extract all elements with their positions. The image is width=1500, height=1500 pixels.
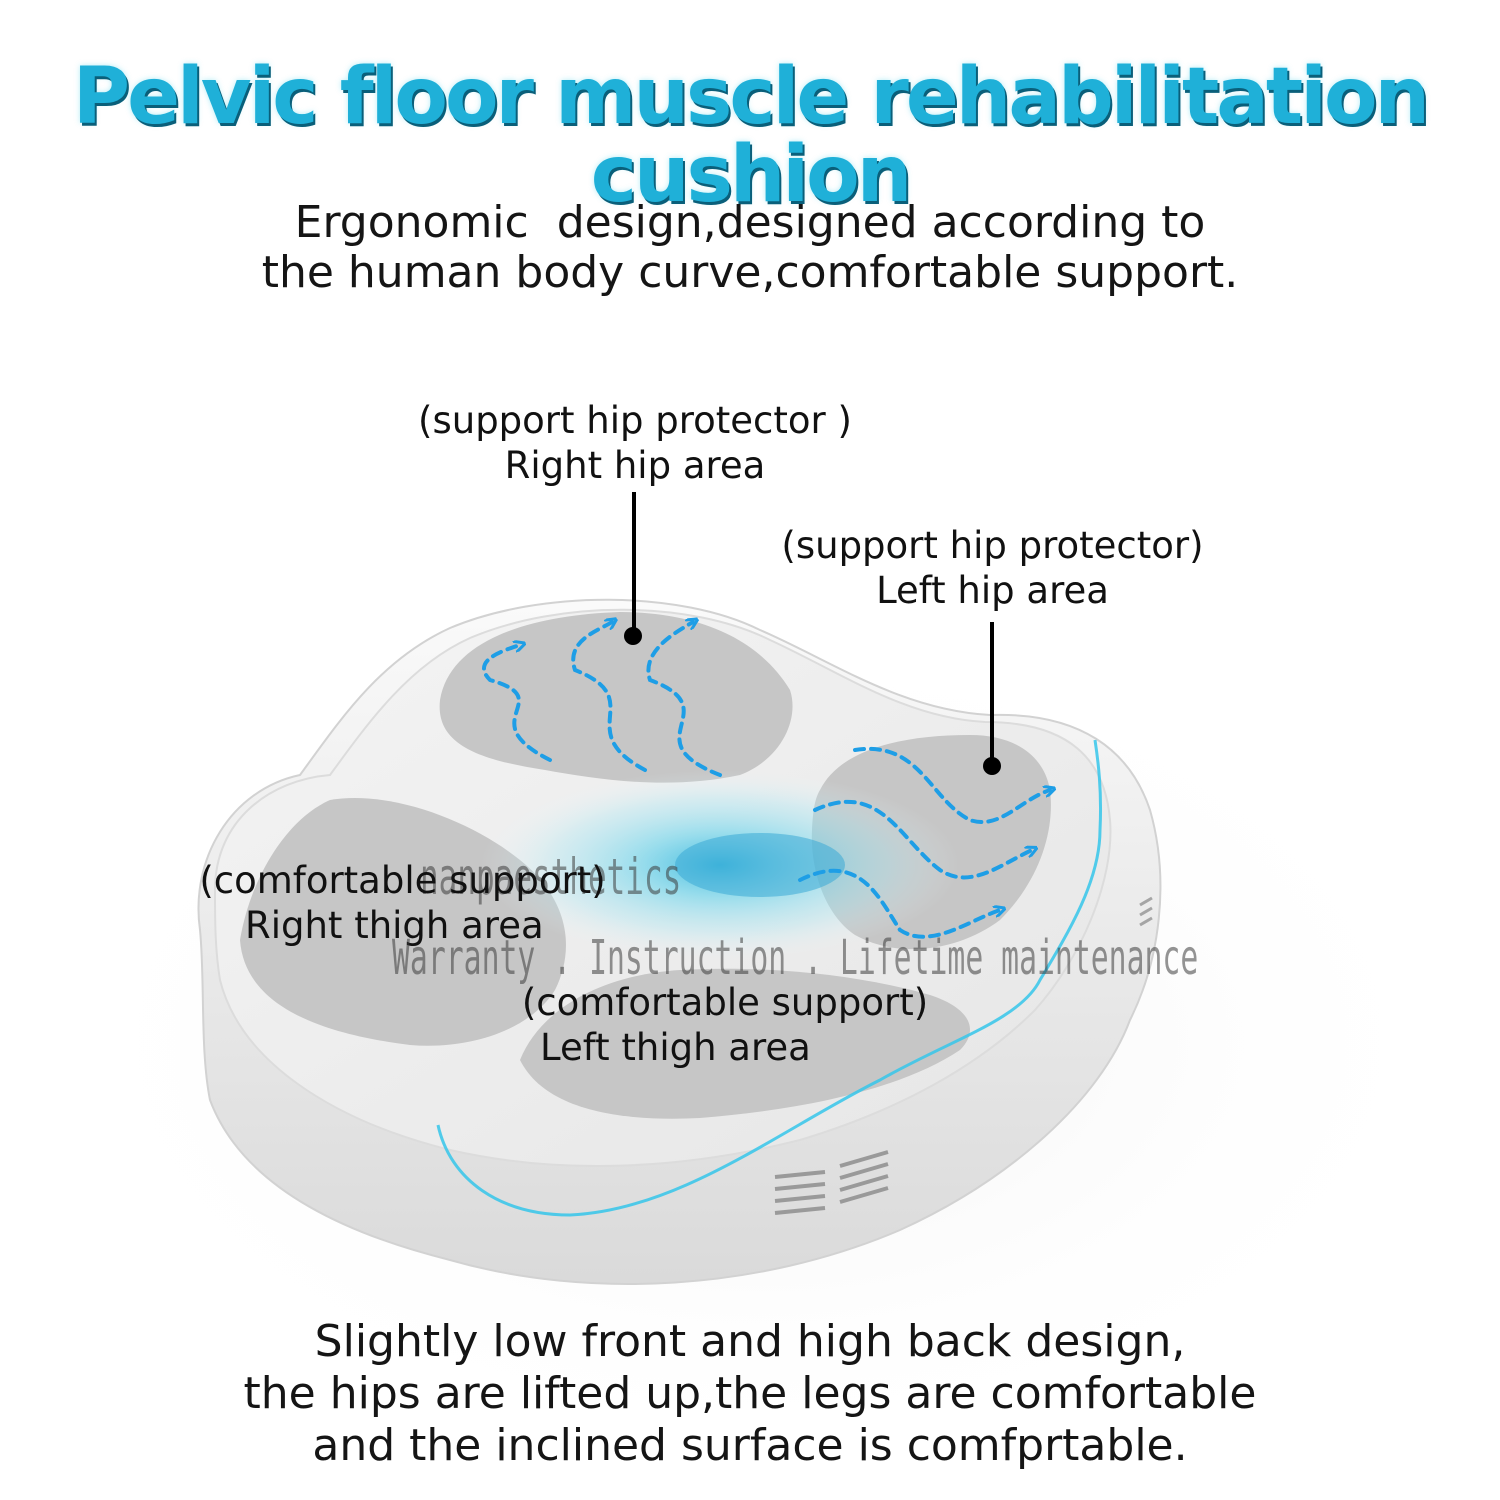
right-hip-arrows bbox=[482, 622, 722, 777]
label-left-thigh: (comfortable support) Left thigh area bbox=[500, 980, 950, 1070]
flow-arrow-icon bbox=[571, 622, 647, 772]
vent-grille bbox=[774, 1150, 889, 1215]
flow-arrow-icon bbox=[646, 622, 722, 777]
label-left-thigh-note: (comfortable support) bbox=[521, 981, 929, 1024]
edge-light-strip bbox=[436, 739, 1103, 1217]
label-right-hip: (support hip protector ) Right hip area bbox=[400, 398, 870, 488]
center-glow-core bbox=[675, 833, 845, 897]
flow-arrow-icon bbox=[853, 746, 1050, 824]
left-thigh-pad bbox=[520, 968, 970, 1119]
watermark-brand: nanpaesthetics bbox=[420, 848, 682, 906]
label-left-thigh-name: Left thigh area bbox=[540, 1026, 811, 1069]
flow-arrow-icon bbox=[482, 645, 552, 762]
right-hip-pad bbox=[439, 612, 793, 783]
subtitle-line-1: Ergonomic design,designed according to bbox=[294, 197, 1206, 248]
label-right-hip-name: Right hip area bbox=[504, 444, 766, 487]
page-title: Pelvic floor muscle rehabilitation cushi… bbox=[72, 52, 1430, 220]
left-hip-arrows bbox=[798, 746, 1050, 939]
label-right-hip-note: (support hip protector ) bbox=[418, 399, 852, 442]
left-hip-callout-dot bbox=[983, 757, 1001, 775]
watermark-services: Warranty . Instruction . Lifetime mainte… bbox=[392, 930, 1199, 986]
label-right-thigh-note: (comfortable support) bbox=[199, 859, 606, 902]
flow-arrow-icon bbox=[813, 799, 1032, 880]
bottom-line-1: Slightly low front and high back design, bbox=[314, 1316, 1186, 1367]
side-vent bbox=[1139, 896, 1153, 927]
subtitle-line-2: the human body curve,comfortable support… bbox=[261, 247, 1239, 298]
label-left-hip: (support hip protector) Left hip area bbox=[760, 523, 1225, 613]
label-left-hip-note: (support hip protector) bbox=[781, 524, 1204, 567]
bottom-line-2: the hips are lifted up,the legs are comf… bbox=[243, 1368, 1257, 1419]
flow-arrow-icon bbox=[798, 868, 1000, 939]
label-right-thigh: (comfortable support) Right thigh area bbox=[185, 858, 620, 948]
bottom-line-3: and the inclined surface is comfprtable. bbox=[312, 1420, 1188, 1471]
right-hip-callout-dot bbox=[624, 627, 642, 645]
label-left-hip-name: Left hip area bbox=[876, 569, 1109, 612]
subtitle: Ergonomic design,designed according to t… bbox=[0, 198, 1500, 298]
label-right-thigh-name: Right thigh area bbox=[245, 904, 544, 947]
bottom-description: Slightly low front and high back design,… bbox=[0, 1316, 1500, 1472]
